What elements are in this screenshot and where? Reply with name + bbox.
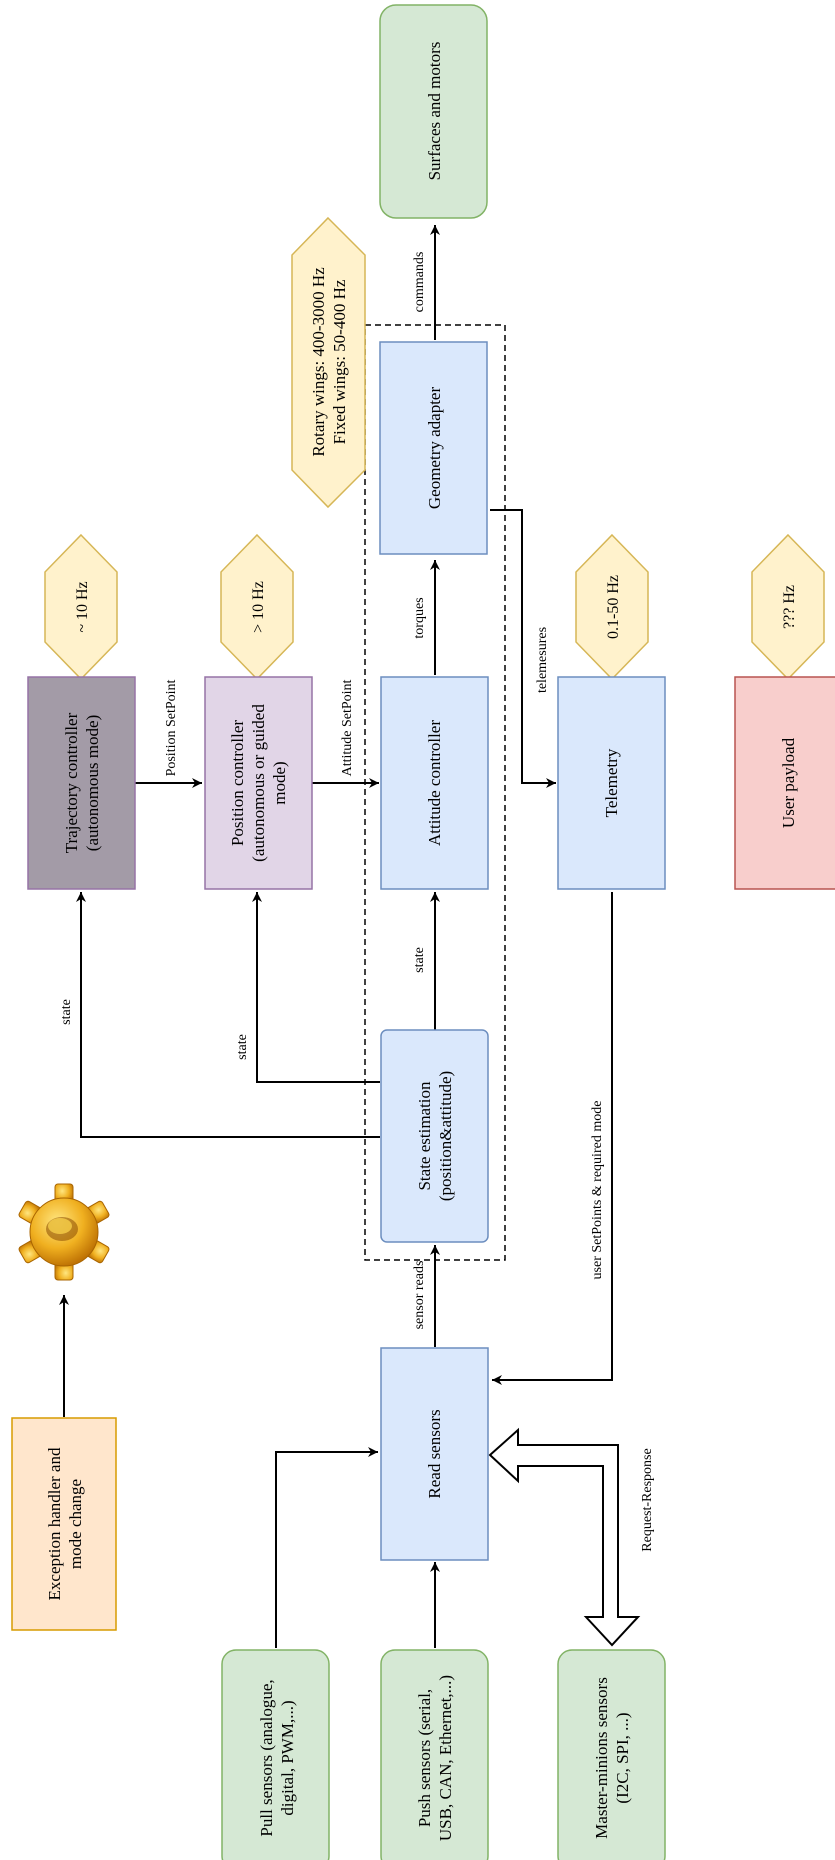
master-sensors-line1: Master-minions sensors — [592, 1677, 611, 1839]
edge-state-to-trajectory — [76, 892, 380, 1138]
user-setpoints-label: user SetPoints & required mode — [590, 1101, 605, 1280]
svg-text:telemesures: telemesures — [535, 627, 550, 693]
svg-text:??? Hz: ??? Hz — [781, 585, 798, 629]
master-sensors-box[interactable] — [557, 1649, 666, 1860]
svg-text:State estimation(position&atti: State estimation(position&attitude) — [415, 1071, 455, 1201]
position-rate-label: > 10 Hz — [250, 581, 267, 633]
user-payload-label: User payload — [779, 737, 798, 828]
svg-text:Attitude SetPoint: Attitude SetPoint — [340, 679, 355, 776]
pull-sensors-line2: digital, PWM,...) — [278, 1700, 297, 1815]
position-setpoint-label: Position SetPoint — [164, 679, 179, 776]
node-labels: Surfaces and motors Geometry adapter Rot… — [45, 42, 798, 1842]
svg-text:Geometry adapter: Geometry adapter — [425, 387, 444, 510]
attitude-controller-label: Attitude controller — [425, 720, 444, 846]
edge-labels: commands torques telemesures Position Se… — [59, 252, 655, 1552]
payload-rate-label: ??? Hz — [781, 585, 798, 629]
attitude-controller-box[interactable] — [380, 676, 489, 890]
state-mid-label: state — [235, 1034, 250, 1060]
geometry-adapter-box[interactable] — [379, 341, 488, 555]
gear-icon — [18, 1183, 110, 1281]
svg-text:state: state — [59, 999, 74, 1025]
position-controller-line2: (autonomous or guided — [249, 704, 268, 862]
torques-label: torques — [412, 597, 427, 638]
push-sensors-line1: Push sensors (serial, — [415, 1689, 434, 1827]
read-sensors-label: Read sensors — [425, 1409, 444, 1498]
state-estimation-line1: State estimation — [415, 1081, 434, 1191]
trajectory-controller-line1: Trajectory controller — [62, 712, 81, 853]
read-sensors-box[interactable] — [380, 1347, 489, 1561]
wings-rate-line2: Fixed wings: 50-400 Hz — [330, 279, 349, 444]
svg-text:commands: commands — [412, 252, 427, 313]
telemetry-rate-label: 0.1-50 Hz — [605, 575, 622, 639]
svg-text:Position SetPoint: Position SetPoint — [164, 679, 179, 776]
state-left-label: state — [59, 999, 74, 1025]
svg-text:> 10 Hz: > 10 Hz — [250, 581, 267, 633]
svg-text:Read sensors: Read sensors — [425, 1409, 444, 1498]
telemetry-label: Telemetry — [602, 748, 621, 817]
pull-sensors-box[interactable] — [221, 1649, 330, 1860]
attitude-setpoint-label: Attitude SetPoint — [340, 679, 355, 776]
svg-text:state: state — [412, 947, 427, 973]
surfaces-motors-box[interactable] — [379, 4, 488, 219]
wings-rate-hex — [291, 216, 366, 509]
svg-text:Push sensors (serial,USB, CAN,: Push sensors (serial,USB, CAN, Ethernet,… — [415, 1675, 455, 1841]
svg-text:torques: torques — [412, 597, 427, 638]
push-sensors-line2: USB, CAN, Ethernet,...) — [436, 1675, 455, 1841]
svg-text:Attitude controller: Attitude controller — [425, 720, 444, 846]
request-response-label: Request-Response — [640, 1448, 655, 1551]
svg-text:state: state — [235, 1034, 250, 1060]
user-payload-box[interactable] — [734, 676, 835, 890]
telemetry-box[interactable] — [557, 676, 666, 890]
svg-text:Trajectory controller(autonomo: Trajectory controller(autonomous mode) — [62, 712, 102, 853]
position-controller-box[interactable] — [204, 676, 313, 890]
svg-text:Master-minions sensors(I2C, SP: Master-minions sensors(I2C, SPI, ...) — [592, 1677, 632, 1839]
edge-telemetry-to-read — [492, 892, 613, 1385]
svg-text:Surfaces and motors: Surfaces and motors — [425, 42, 444, 181]
wings-rate-line1: Rotary wings: 400-3000 Hz — [309, 267, 328, 457]
surfaces-motors-label: Surfaces and motors — [425, 42, 444, 181]
commands-label: commands — [412, 252, 427, 313]
pull-sensors-line1: Pull sensors (analogue, — [257, 1679, 276, 1836]
exception-handler-line2: mode change — [66, 1479, 85, 1569]
telemesures-label: telemesures — [535, 627, 550, 693]
edge-geometry-to-telemetry — [490, 509, 556, 788]
trajectory-controller-line2: (autonomous mode) — [83, 715, 102, 851]
svg-text:Position controller(autonomous: Position controller(autonomous or guided… — [228, 704, 289, 862]
svg-text:Request-Response: Request-Response — [640, 1448, 655, 1551]
svg-text:~ 10 Hz: ~ 10 Hz — [74, 581, 91, 632]
svg-text:0.1-50 Hz: 0.1-50 Hz — [605, 575, 622, 639]
edges — [59, 225, 613, 1648]
state-right-label: state — [412, 947, 427, 973]
svg-text:Telemetry: Telemetry — [602, 748, 621, 817]
trajectory-controller-box[interactable] — [27, 676, 136, 890]
geometry-adapter-label: Geometry adapter — [425, 387, 444, 510]
exception-handler-line1: Exception handler and — [45, 1447, 64, 1600]
push-sensors-box[interactable] — [380, 1649, 489, 1860]
exception-handler-box[interactable] — [11, 1417, 117, 1631]
state-estimation-line2: (position&attitude) — [436, 1071, 455, 1201]
sensor-reads-label: sensor reads — [412, 1261, 427, 1330]
position-controller-line3: mode) — [270, 761, 289, 804]
edge-state-to-position — [252, 892, 380, 1083]
request-response-arrow — [488, 1427, 641, 1647]
edge-pull-to-read — [275, 1447, 378, 1648]
state-estimation-box[interactable] — [380, 1029, 489, 1243]
svg-text:User payload: User payload — [779, 737, 798, 828]
position-controller-line1: Position controller — [228, 720, 247, 846]
trajectory-rate-label: ~ 10 Hz — [74, 581, 91, 632]
svg-text:user SetPoints & required mode: user SetPoints & required mode — [590, 1101, 605, 1280]
svg-text:sensor reads: sensor reads — [412, 1261, 427, 1330]
svg-text:Pull sensors (analogue,digital: Pull sensors (analogue,digital, PWM,...) — [257, 1679, 297, 1836]
master-sensors-line2: (I2C, SPI, ...) — [613, 1712, 632, 1803]
